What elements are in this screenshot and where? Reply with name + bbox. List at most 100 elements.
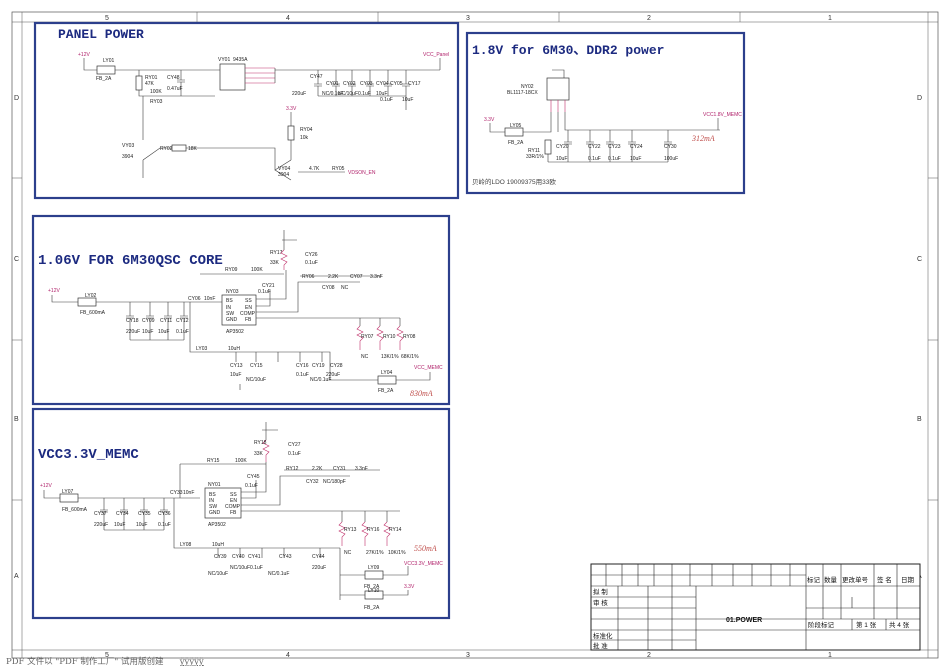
cy16-value: 0.1uF [296,372,309,378]
ruler-left: D C B A [14,95,19,580]
ny01-label: NY01 [208,482,221,488]
cy09-value: 10uF [142,329,153,335]
tb-approver-label: 批 准 [593,641,608,650]
pin-label: IN [209,498,214,504]
panel-power-frame [33,21,460,200]
ldo-note: 贝岭的LDO 19009375用33欧 [472,177,556,186]
ruler-right: D C B A [917,95,922,580]
pin-label: FB [230,510,237,516]
ruler-bottom: 5 4 3 2 1 [105,652,832,659]
panel-power-block: PANEL POWER +12V LY01 FB_2A RY01 47K CY4… [33,21,460,200]
cy11-value: 10uF [158,329,169,335]
title-block: 拟 制 审 核 标准化 批 准 标记 数量 更改单号 签 名 日期 01.POW… [590,563,921,651]
pdf-footer-text: PDF 文件以 "PDF 制作工厂" 试用版创建 [6,657,164,667]
ry01-value: 47K [145,81,155,87]
cy32-value: NC/180pF [323,479,346,485]
fb-label: FB_600mA [80,310,106,316]
cy28-label: CY28 [330,363,343,369]
pin-label: SW [226,311,234,317]
ry16-value: 27K/1% [366,550,384,556]
tb-drafter-label: 拟 制 [593,587,608,596]
ry09-label: RY09 [225,267,238,273]
ny02-value: BL1117-18CX [507,90,538,96]
ry11 [544,139,552,155]
cy07-label: CY07 [350,274,363,280]
ry14-label: RY14 [389,527,402,533]
cy13-value: 10uF [230,372,241,378]
cy48-value: 0.47uF [167,86,183,92]
fb2-label: FB_2A [364,605,380,611]
cy04-label: CY04 [376,81,389,87]
cy36-value: 0.1uF [158,522,171,528]
cy45-label: CY45 [247,474,260,480]
cy15-value: NC/10uF [246,377,266,383]
ry08-label: RY08 [403,334,416,340]
memc-title: VCC3.3V_MEMC [38,447,139,463]
cy30-label: CY30 [664,144,677,150]
ruler-col: 1 [828,652,832,659]
cy33-value: 10nF [183,490,194,496]
cy23-label: CY23 [608,144,621,150]
cy39-value: NC/10uF [208,571,228,577]
ly05-bead [504,127,524,137]
cy41-label: CY41 [248,554,261,560]
tb-header-change: 更改单号 [842,575,869,584]
ry03-label: RY03 [150,99,163,105]
ry09-value: 100K [251,267,263,273]
pin-label: GND [209,510,221,516]
ry14-value: 10K/1% [388,550,406,556]
cy01-label: CY01 [326,81,339,87]
pdf-footer: PDF 文件以 "PDF 制作工厂" 试用版创建 ÿÿÿÿÿ [6,655,204,667]
cy34-value: 10uF [114,522,125,528]
cy12-value: 0.1uF [176,329,189,335]
cy06-value: 10nF [204,296,215,302]
ry06-value: 2.2K [328,274,339,280]
pin-label: COMP [225,504,241,510]
tb-reviewer-label: 审 核 [593,598,608,607]
ly01-label: LY01 [103,58,115,64]
ry02-label: RY02 [160,146,173,152]
sheet-frame [11,11,939,659]
ruler-col: 2 [647,15,651,22]
cy21-label: CY21 [262,283,275,289]
pin-label: BS [226,298,233,304]
pin-label: SS [245,298,252,304]
ry01-label: RY01 [145,75,158,81]
cy26-label: CY26 [305,252,318,258]
cy31-value: 3.3nF [355,466,368,472]
cy30-value: 100uF [664,156,678,162]
pdf-footer-link[interactable]: ÿÿÿÿÿ [179,657,204,667]
ly02-label: LY02 [85,293,97,299]
ny02-regulator [546,77,570,101]
cy44-value: 220uF [312,565,326,571]
ly01-bead [96,65,116,75]
cy34-label: CY34 [116,511,129,517]
cy16-label: CY16 [296,363,309,369]
cy18-value: 220uF [126,329,140,335]
vcc18-net: VCC1.8V_MEMC [703,112,742,118]
vy01-value: 9435A [233,57,248,63]
cy27-value: 0.1uF [288,451,301,457]
tb-standard-label: 标准化 [593,631,613,640]
ly08-label: LY08 [180,542,192,548]
ry15-value: 100K [235,458,247,464]
ry17-label: RY17 [270,250,283,256]
cy13-label: CY13 [230,363,243,369]
ry01 [135,75,143,91]
ry03-value: 100K [150,89,162,95]
ddr2-power-frame [465,31,746,195]
ny01-value: AP3502 [208,522,226,528]
ruler-col: 2 [647,652,651,659]
ly05-label: LY05 [510,123,522,129]
tb-header-mark: 标记 [807,575,821,584]
tb-header-date: 日期 [901,576,915,584]
vy03-value: 3904 [122,154,133,160]
ruler-top: 5 4 3 2 1 [105,15,832,22]
ruler-row: B [917,416,922,423]
ry06-label: RY06 [302,274,315,280]
ry02 [171,144,187,152]
v33-net: 3.3V [286,106,297,112]
ry04-label: RY04 [300,127,313,133]
cy39-label: CY39 [214,554,227,560]
cy33-label: CY33 [170,490,183,496]
